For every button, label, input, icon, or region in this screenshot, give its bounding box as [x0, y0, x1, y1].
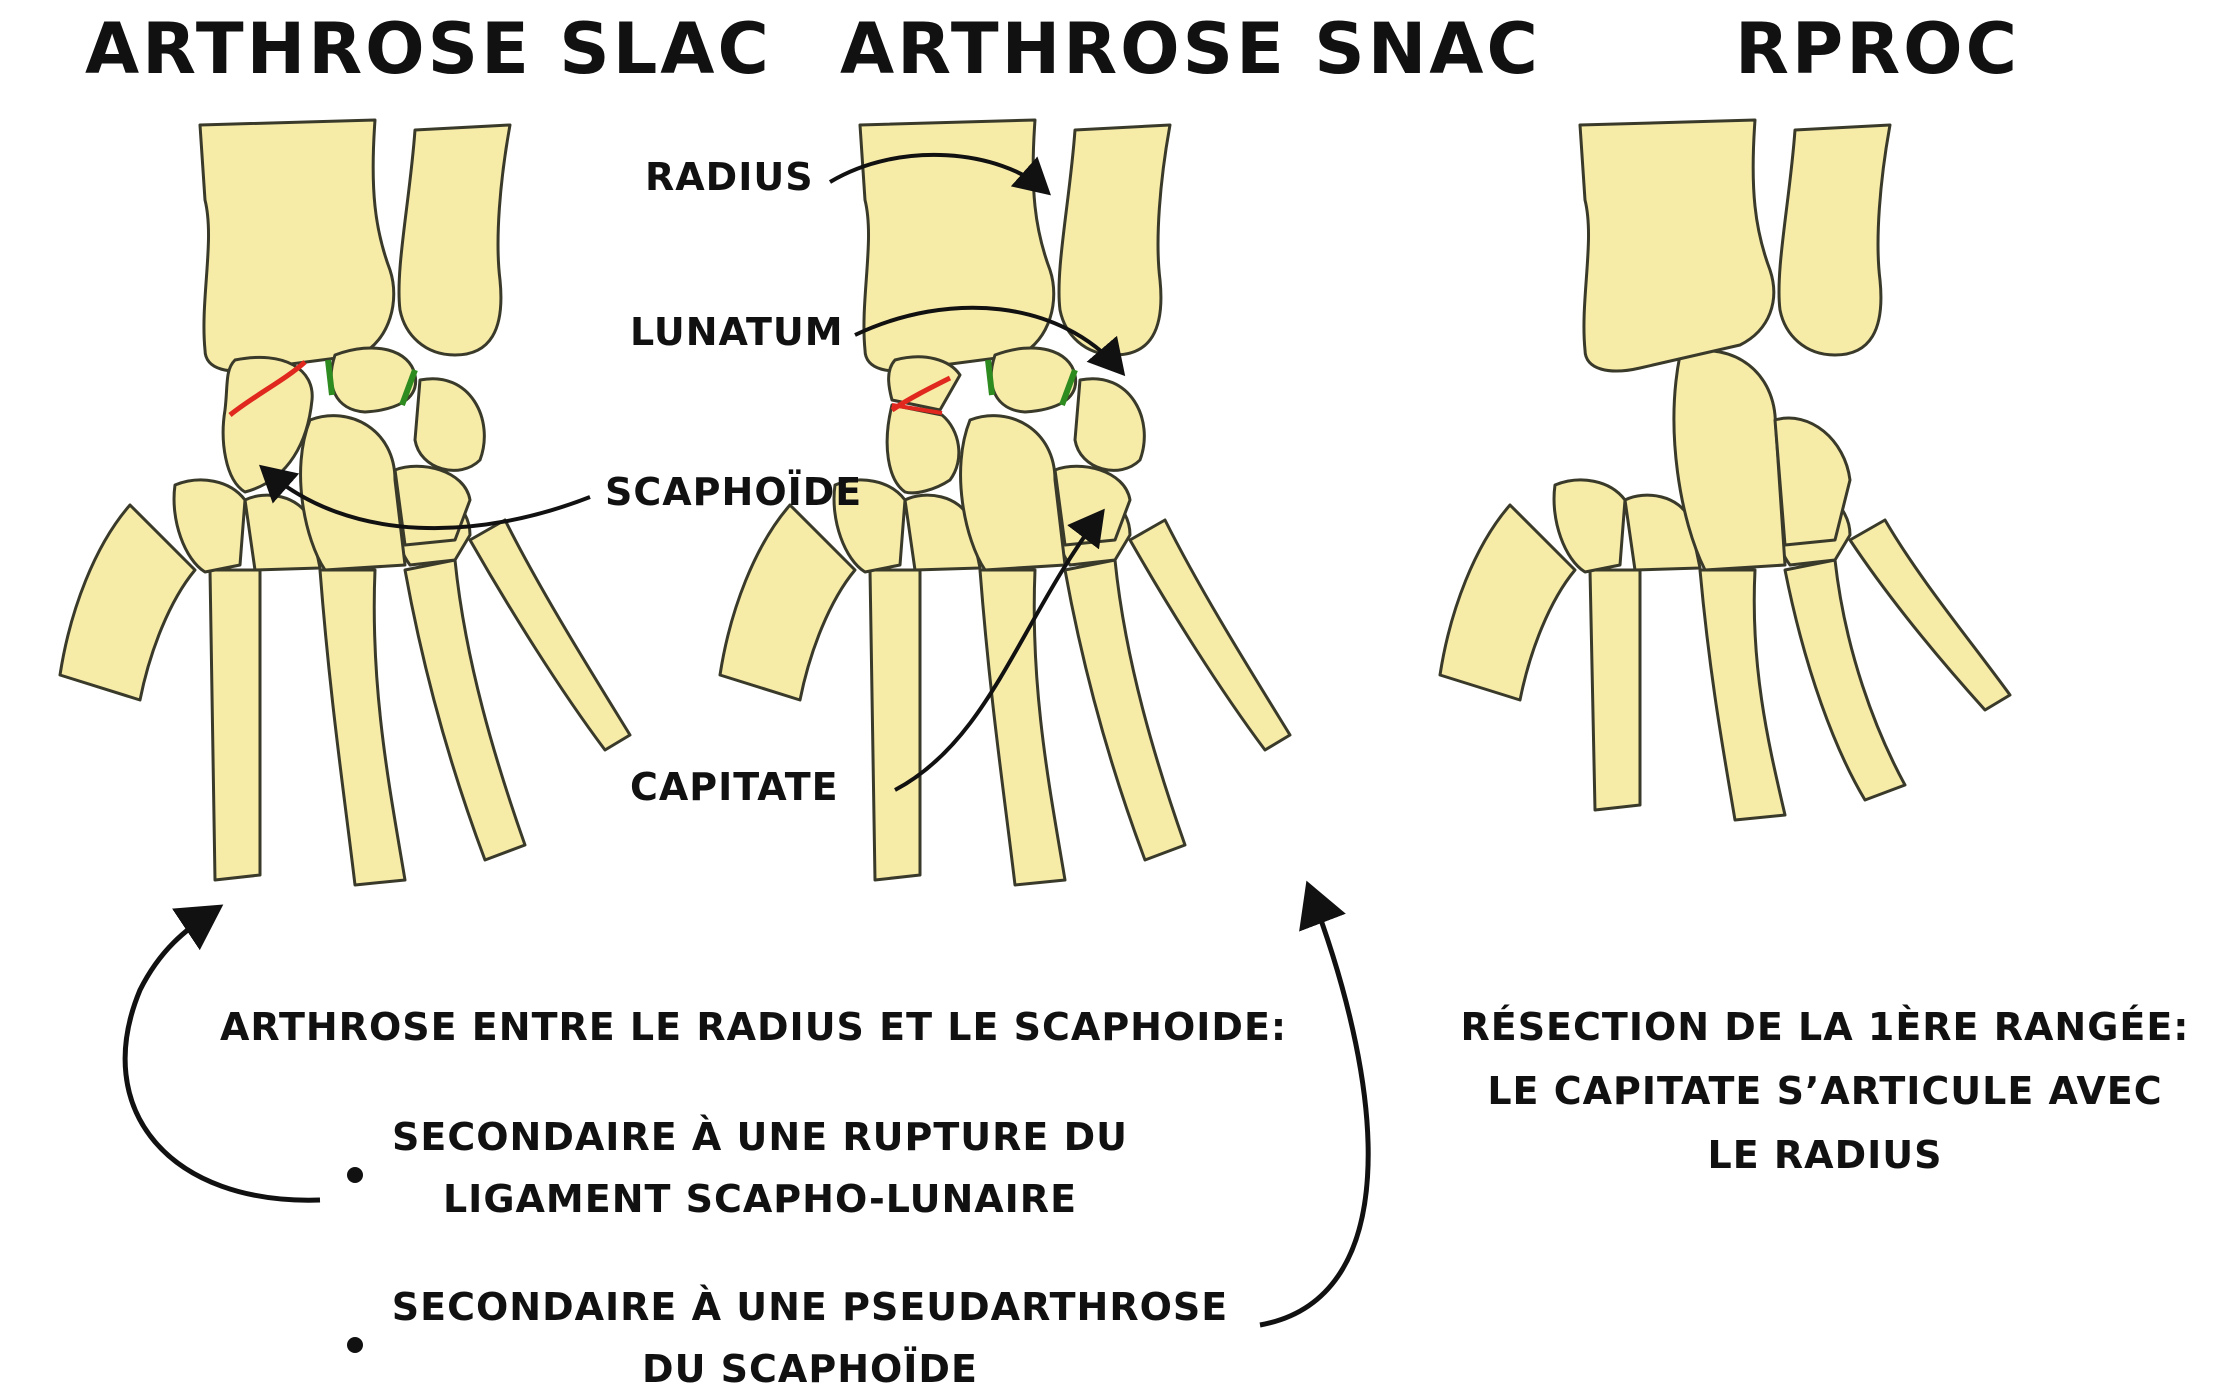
arthrose-bullet-2-line-1: SECONDAIRE À UNE PSEUDARTHROSE [391, 1285, 1229, 1329]
snac-fracture-line [891, 403, 943, 415]
arthrose-bullet-1: SECONDAIRE À UNE RUPTURE DU LIGAMENT SCA… [380, 1115, 1140, 1221]
snac-ligament-green-2 [1059, 368, 1078, 407]
label-lunatum: LUNATUM [630, 310, 844, 354]
rproc-note-line-2: LE CAPITATE S’ARTICULE AVEC [1487, 1069, 2163, 1113]
snac-ligament-green-1 [985, 359, 995, 396]
title-slac: ARTHROSE SLAC [85, 8, 772, 90]
arrow-capitate [894, 508, 1105, 792]
rproc-note-line-3: LE RADIUS [1707, 1133, 1943, 1177]
label-capitate: CAPITATE [630, 765, 839, 809]
label-scaphoide: SCAPHOÏDE [605, 470, 863, 514]
arthrose-note-heading: ARTHROSE ENTRE LE RADIUS ET LE SCAPHOIDE… [220, 1005, 1288, 1049]
slac-ligament-green-1 [325, 359, 335, 396]
slac-arthrose-line [228, 360, 307, 417]
arrow-to-snac [1259, 880, 1371, 1328]
arthrose-bullet-2-line-2: DU SCAPHOÏDE [642, 1347, 978, 1391]
label-radius: RADIUS [645, 155, 814, 199]
bullet-1 [347, 1167, 363, 1183]
slac-ligament-green-2 [399, 368, 418, 407]
snac-wrist [718, 118, 1292, 887]
title-snac: ARTHROSE SNAC [840, 8, 1541, 90]
bullet-2 [347, 1337, 363, 1353]
slac-wrist [58, 118, 632, 887]
arrow-scaphoide [258, 464, 591, 531]
arthrose-bullet-2: SECONDAIRE À UNE PSEUDARTHROSE DU SCAPHO… [380, 1285, 1240, 1391]
arrow-radius [828, 152, 1051, 196]
arthrose-bullet-1-line-2: LIGAMENT SCAPHO-LUNAIRE [442, 1177, 1078, 1221]
title-rproc: RPROC [1735, 8, 2020, 90]
arthrose-bullet-1-line-1: SECONDAIRE À UNE RUPTURE DU [392, 1115, 1128, 1159]
arrow-to-slac [122, 904, 321, 1203]
rproc-wrist [1438, 118, 2012, 822]
rproc-note: RÉSECTION DE LA 1ÈRE RANGÉE: LE CAPITATE… [1430, 1005, 2220, 1177]
arrow-lunatum [854, 305, 1126, 377]
rproc-note-line-1: RÉSECTION DE LA 1ÈRE RANGÉE: [1460, 1005, 2190, 1049]
